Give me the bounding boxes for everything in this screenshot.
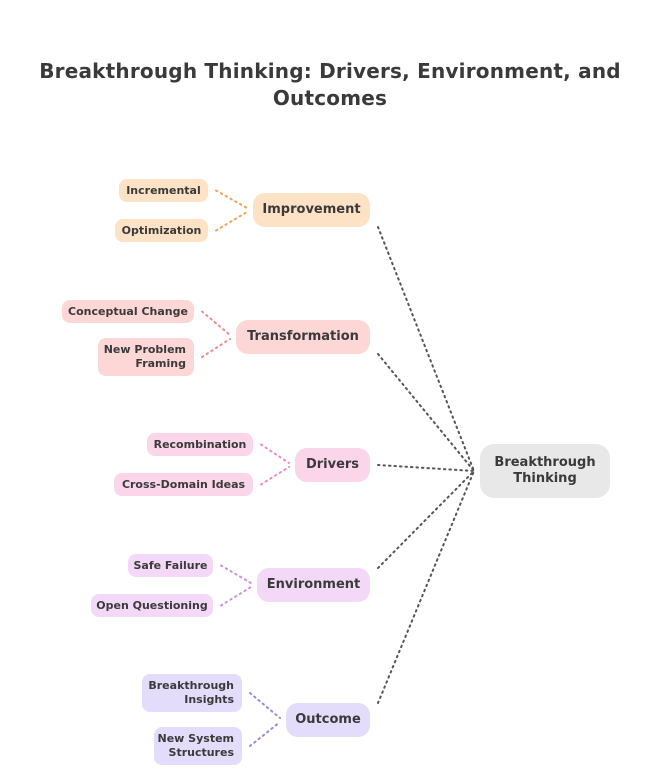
leaf-recombination: Recombination	[147, 433, 253, 456]
leaf-new-problem-framing: New Problem Framing	[98, 338, 194, 376]
trunk-link	[377, 470, 475, 569]
leaf-label: Incremental	[126, 183, 201, 197]
root-label-line-1: Breakthrough	[494, 455, 596, 470]
leaf-label-line-2: Insights	[184, 693, 234, 706]
leaf-cross-domain-ideas: Cross-Domain Ideas	[114, 473, 253, 496]
branch-outcome: Outcome	[286, 703, 370, 737]
leaf-label-line-2: Framing	[135, 357, 186, 370]
trunk-links	[377, 226, 475, 704]
branch-label: Improvement	[262, 202, 361, 217]
leaf-link	[249, 721, 281, 747]
trunk-link	[377, 226, 475, 472]
leaf-label-line-2: Structures	[168, 746, 234, 759]
branch-label: Drivers	[305, 457, 360, 472]
trunk-link	[377, 470, 475, 704]
trunk-link	[377, 464, 475, 472]
leaf-incremental: Incremental	[119, 179, 208, 202]
leaf-breakthrough-insights: Breakthrough Insights	[142, 674, 242, 712]
diagram-title: Breakthrough Thinking: Drivers, Environm…	[20, 58, 640, 112]
branch-label: Transformation	[247, 329, 359, 344]
leaf-optimization: Optimization	[115, 219, 208, 242]
leaf-label: Conceptual Change	[68, 304, 188, 318]
leaf-link	[215, 211, 248, 232]
title-line-2: Outcomes	[272, 86, 388, 110]
leaf-link	[249, 692, 281, 719]
leaf-label: Open Questioning	[96, 598, 208, 612]
leaf-link	[201, 338, 231, 358]
leaf-label-line-1: New Problem	[103, 343, 186, 356]
leaf-link	[220, 564, 252, 584]
branch-label: Outcome	[295, 712, 361, 727]
branch-label: Environment	[266, 577, 361, 592]
branch-environment: Environment	[257, 568, 370, 602]
branch-improvement: Improvement	[253, 193, 370, 227]
leaf-link	[220, 586, 252, 607]
leaf-label: Recombination	[153, 437, 247, 451]
leaf-link	[215, 189, 248, 209]
leaf-label-line-1: New System	[157, 732, 234, 745]
branch-transformation: Transformation	[236, 320, 370, 354]
leaf-conceptual-change: Conceptual Change	[62, 300, 194, 323]
leaf-label-line-1: Breakthrough	[148, 679, 234, 692]
leaf-link	[260, 443, 290, 464]
leaf-open-questioning: Open Questioning	[91, 594, 213, 617]
leaf-link	[201, 310, 231, 336]
leaf-label: Safe Failure	[133, 558, 208, 572]
root-label-line-2: Thinking	[513, 471, 577, 486]
leaf-link	[260, 466, 290, 486]
leaf-label: Optimization	[121, 223, 202, 237]
trunk-link	[377, 353, 475, 472]
leaf-safe-failure: Safe Failure	[128, 554, 213, 577]
root-node: Breakthrough Thinking	[480, 444, 610, 498]
branch-drivers: Drivers	[295, 448, 370, 482]
leaf-new-system-structures: New System Structures	[154, 727, 242, 765]
leaf-links	[201, 189, 290, 747]
title-line-1: Breakthrough Thinking: Drivers, Environm…	[39, 59, 621, 83]
leaf-label: Cross-Domain Ideas	[121, 477, 246, 491]
